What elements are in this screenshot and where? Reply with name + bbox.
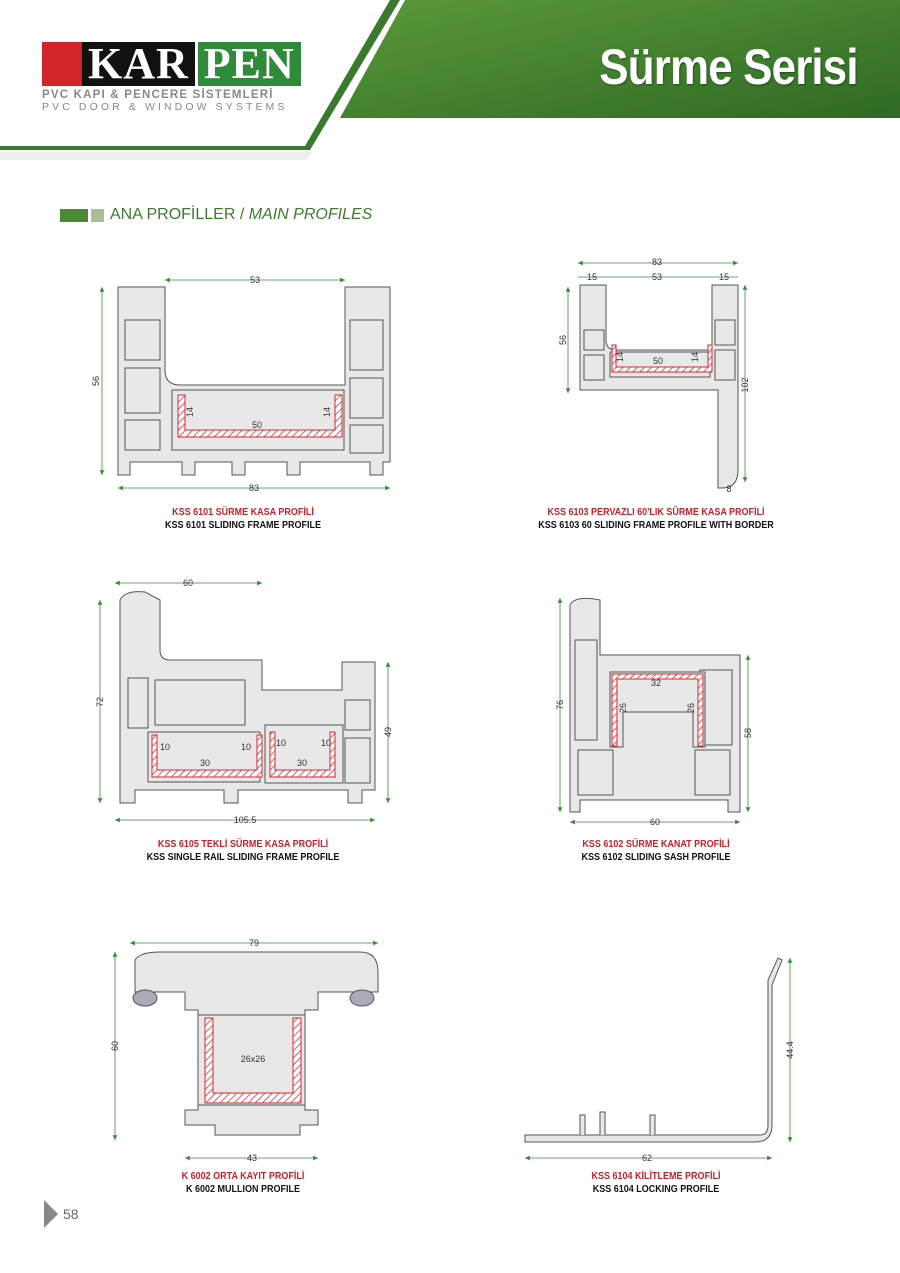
dim-label: 8: [726, 484, 731, 494]
caption-en: KSS 6103 60 SLIDING FRAME PROFILE WITH B…: [538, 520, 774, 531]
dim-label: 14: [615, 352, 625, 362]
caption-kss-6102: KSS 6102 SÜRME KANAT PROFİLİ KSS 6102 SL…: [512, 838, 800, 864]
section-title-tr: ANA PROFİLLER: [110, 206, 236, 223]
dim-label: 26x26: [241, 1054, 266, 1064]
dim-label: 60: [110, 1041, 120, 1051]
caption-tr: KSS 6102 SÜRME KANAT PROFİLİ: [582, 839, 730, 850]
caption-kss-6103: KSS 6103 PERVAZLI 60'LIK SÜRME KASA PROF…: [512, 506, 800, 532]
profile-kss-6102-drawing: [569, 597, 741, 813]
dim-label: 43: [247, 1153, 257, 1163]
profile-kss-6104-drawing: [524, 957, 783, 1143]
dim-label: 72: [95, 697, 105, 707]
dim-label: 26: [686, 703, 696, 713]
dim-label: 26: [618, 703, 628, 713]
caption-tr: K 6002 ORTA KAYIT PROFİLİ: [181, 1171, 305, 1182]
logo-tagline-en: PVC DOOR & WINDOW SYSTEMS: [42, 101, 288, 113]
section-heading: ANA PROFİLLER / MAIN PROFILES: [60, 206, 372, 224]
dim-label: 15: [719, 272, 729, 282]
dim-label: 14: [690, 352, 700, 362]
caption-k-6002: K 6002 ORTA KAYIT PROFİLİ K 6002 MULLION…: [99, 1170, 387, 1196]
page-title: Sürme Serisi: [599, 39, 859, 95]
caption-en: KSS 6102 SLIDING SASH PROFILE: [581, 852, 731, 863]
section-title-en: MAIN PROFILES: [248, 206, 373, 223]
dim-label: 49: [383, 727, 393, 737]
caption-kss-6105: KSS 6105 TEKLİ SÜRME KASA PROFİLİ KSS SI…: [99, 838, 387, 864]
caption-tr: KSS 6103 PERVAZLI 60'LIK SÜRME KASA PROF…: [547, 507, 765, 518]
profile-kss-6105-drawing: [119, 591, 376, 804]
caption-kss-6101: KSS 6101 SÜRME KASA PROFİLİ KSS 6101 SLI…: [99, 506, 387, 532]
profile-k-6002-drawing: [132, 951, 379, 1136]
logo-mark: [42, 42, 82, 86]
caption-tr: KSS 6101 SÜRME KASA PROFİLİ: [172, 507, 314, 518]
dim-label: 56: [91, 376, 101, 386]
profile-kss-6101-drawing: [117, 286, 391, 476]
dim-label: 10: [160, 742, 170, 752]
dim-label: 62: [642, 1153, 652, 1163]
dim-label: 83: [249, 483, 259, 493]
dim-label: 83: [652, 257, 662, 267]
profile-kss-6103-drawing: [579, 284, 739, 489]
dim-label: 10: [241, 742, 251, 752]
caption-tr: KSS 6104 KİLİTLEME PROFİLİ: [591, 1171, 721, 1182]
dim-label: 50: [653, 356, 663, 366]
dim-label: 53: [250, 275, 260, 285]
dim-label: 105.5: [234, 815, 257, 825]
page-triangle-icon: [44, 1200, 58, 1228]
caption-en: KSS 6101 SLIDING FRAME PROFILE: [164, 520, 322, 531]
logo-pen: PEN: [197, 42, 301, 86]
caption-kss-6104: KSS 6104 KİLİTLEME PROFİLİ KSS 6104 LOCK…: [512, 1170, 800, 1196]
dim-label: 50: [252, 420, 262, 430]
dim-label: 10: [276, 738, 286, 748]
caption-en: K 6002 MULLION PROFILE: [185, 1184, 301, 1195]
heading-marker: [60, 208, 88, 222]
dim-label: 102: [740, 377, 750, 392]
dim-label: 15: [587, 272, 597, 282]
dim-label: 14: [185, 407, 195, 417]
caption-en: KSS SINGLE RAIL SLIDING FRAME PROFILE: [146, 852, 340, 863]
caption-tr: KSS 6105 TEKLİ SÜRME KASA PROFİLİ: [157, 839, 329, 850]
dim-label: 60: [650, 817, 660, 827]
dim-label: 32: [651, 678, 661, 688]
section-separator: /: [235, 206, 249, 223]
dim-label: 76: [555, 700, 565, 710]
dim-label: 79: [249, 938, 259, 948]
dim-label: 10: [321, 738, 331, 748]
caption-en: KSS 6104 LOCKING PROFILE: [592, 1184, 720, 1195]
dim-label: 14: [322, 407, 332, 417]
dim-label: 56: [558, 335, 568, 345]
karpen-logo: KAR PEN PVC KAPI & PENCERE SİSTEMLERİ PV…: [42, 42, 301, 113]
dim-label: 30: [200, 758, 210, 768]
dim-label: 60: [183, 578, 193, 588]
page-number: 58: [44, 1200, 79, 1228]
heading-marker-light: [91, 208, 104, 222]
logo-tagline-tr: PVC KAPI & PENCERE SİSTEMLERİ: [42, 89, 274, 101]
logo-kar: KAR: [82, 42, 195, 86]
header-band: [0, 0, 900, 160]
dim-label: 30: [297, 758, 307, 768]
dim-label: 58: [743, 728, 753, 738]
page-number-text: 58: [63, 1206, 79, 1222]
dim-label: 53: [652, 272, 662, 282]
dim-label: 44.4: [785, 1041, 795, 1059]
